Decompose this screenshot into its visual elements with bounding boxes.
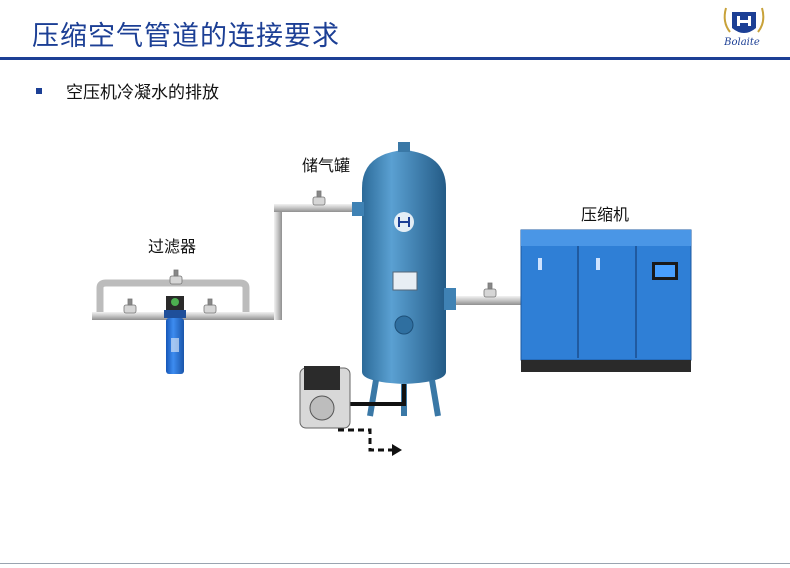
- air-tank: [352, 142, 456, 417]
- bullet-text: 空压机冷凝水的排放: [66, 83, 219, 103]
- title-divider: [0, 57, 790, 60]
- filter-label: 过滤器: [148, 237, 197, 256]
- filter-unit: [164, 296, 186, 374]
- logo-wordmark: Bolaite: [724, 37, 760, 48]
- pipe-network: [92, 204, 522, 320]
- air-compressor: [520, 229, 692, 372]
- compressor-outlet-pipe: [452, 296, 522, 305]
- company-logo-icon: [723, 7, 765, 33]
- tank-label: 储气罐: [302, 156, 351, 175]
- footer-divider: [0, 563, 790, 564]
- valves: [123, 190, 497, 314]
- bullet-marker: [36, 88, 42, 94]
- condensate-drain: [299, 366, 406, 456]
- riser-pipe: [274, 206, 282, 320]
- compressor-label: 压缩机: [581, 205, 630, 224]
- main-pipe-bottom: [92, 312, 282, 320]
- tank-inlet-pipe: [274, 204, 358, 212]
- page-title: 压缩空气管道的连接要求: [32, 21, 340, 52]
